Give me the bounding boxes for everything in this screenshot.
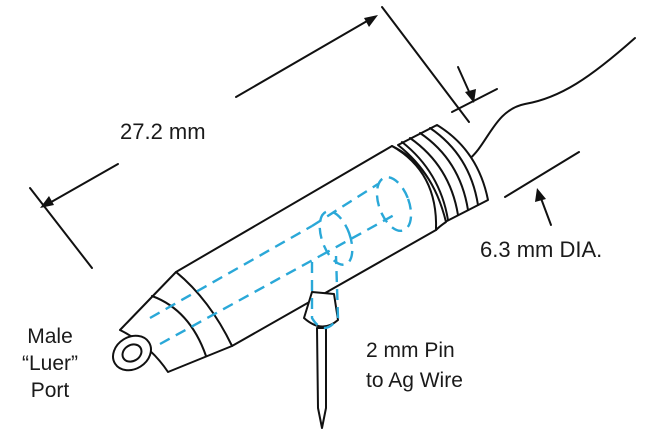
length-extension-line-bottom bbox=[29, 187, 93, 269]
bore-upper-hidden bbox=[149, 224, 313, 320]
port-label-line3: Port bbox=[31, 379, 70, 402]
length-dimension bbox=[29, 6, 470, 269]
barrel-end-rim bbox=[391, 145, 438, 231]
diameter-dimension bbox=[451, 66, 580, 226]
bore-lower-hidden bbox=[159, 254, 321, 346]
diameter-arrowhead-bottom bbox=[535, 188, 546, 202]
chamber-edges-hidden bbox=[311, 182, 397, 258]
pin-assembly bbox=[303, 291, 339, 429]
ag-wire-lead bbox=[467, 37, 636, 161]
port-label-line1: Male bbox=[27, 325, 73, 348]
pin-shaft bbox=[316, 327, 327, 429]
knurl-lines bbox=[401, 127, 479, 221]
rear-cavity-hidden bbox=[375, 175, 413, 233]
pin-channel-hidden bbox=[310, 255, 340, 330]
port-label-line2: “Luer” bbox=[22, 352, 78, 375]
length-label: 27.2 mm bbox=[120, 119, 206, 144]
length-arrowhead-left bbox=[40, 196, 54, 208]
diameter-extension-line-top bbox=[451, 88, 498, 113]
length-arrowhead-right bbox=[364, 15, 378, 27]
diameter-extension-line-bottom bbox=[504, 151, 580, 198]
inner-disc-hidden bbox=[318, 210, 354, 266]
diameter-label: 6.3 mm DIA. bbox=[480, 237, 602, 262]
length-extension-line-top bbox=[381, 6, 470, 123]
taper-shoulder-line bbox=[151, 295, 207, 357]
diameter-arrowhead-top bbox=[465, 89, 476, 103]
luer-tip bbox=[112, 334, 152, 372]
luer-tip-bore bbox=[121, 343, 143, 363]
length-dimension-line-right bbox=[235, 16, 375, 98]
length-dimension-line-left bbox=[45, 163, 119, 206]
internal-features bbox=[149, 175, 413, 346]
pin-label-line1: 2 mm Pin bbox=[366, 339, 455, 362]
pin-label-line2: to Ag Wire bbox=[366, 369, 463, 392]
